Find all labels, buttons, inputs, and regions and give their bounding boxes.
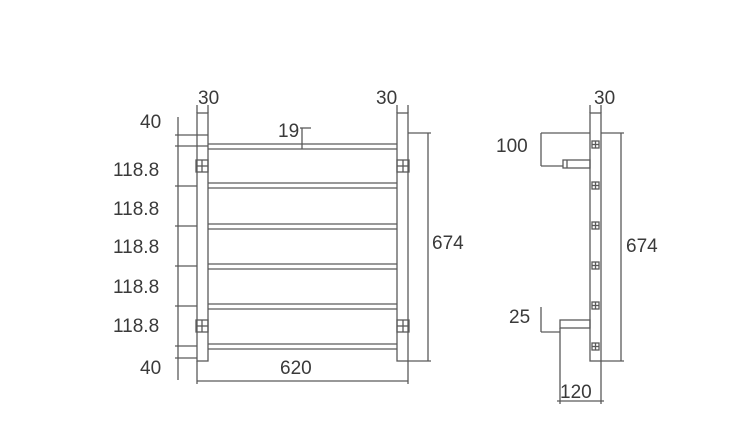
front-top-right-width-label: 30 [376,88,397,109]
front-view-labels: 30 30 40 118.8 118.8 118.8 118.8 118.8 4… [113,88,464,379]
overall-height-dimension-lines [408,132,431,362]
side-view-labels: 30 100 25 674 120 [496,88,658,403]
bar-end-icon [591,301,600,310]
towel-bar [208,263,397,270]
front-top-offset-label: 40 [140,112,161,133]
left-spacing-dimension-lines [175,117,208,380]
side-post-width-label: 30 [594,88,615,109]
towel-bars [208,143,397,350]
bar-end-icon [591,342,600,351]
side-overall-height-dimension-lines [601,132,624,362]
overall-width-dimension-lines [196,361,409,384]
bar-end-icon [591,221,600,230]
bar-spacing-label: 118.8 [113,237,159,258]
top-projection-dimension-lines [540,132,590,167]
mounting-bracket-icon [396,159,410,173]
side-overall-height-label: 674 [626,236,658,257]
bar-spacing-label: 118.8 [113,277,159,298]
bracket-depth-label: 120 [560,382,592,403]
wall-bracket-top [562,159,591,169]
bar-end-icon [591,261,600,270]
bar-spacing-label: 118.8 [113,160,159,181]
mounting-bracket-icon [195,159,209,173]
wall-bracket-bottom [559,319,591,329]
bar-spacing-label: 118.8 [113,199,159,220]
mounting-bracket-icon [396,319,410,333]
front-view [175,105,431,384]
towel-bar [208,303,397,310]
bottom-projection-label: 25 [509,307,530,328]
bar-diameter-label: 19 [278,121,299,142]
side-post [589,112,602,362]
front-left-post [196,112,209,362]
front-top-left-width-label: 30 [198,88,219,109]
bar-end-icon [591,181,600,190]
side-view [540,105,624,404]
bar-end-icon [591,140,600,149]
front-right-post [396,112,409,362]
front-bottom-offset-label: 40 [140,358,161,379]
bracket-depth-dimension-lines [557,328,604,404]
top-projection-label: 100 [496,136,528,157]
top-width-dimension-lines [196,105,409,113]
front-overall-height-label: 674 [432,233,464,254]
bottom-projection-dimension-lines [540,307,560,333]
towel-bar [208,343,397,350]
towel-bar [208,223,397,230]
overall-width-label: 620 [280,358,312,379]
bar-spacing-label: 118.8 [113,316,159,337]
towel-bar [208,182,397,189]
mounting-bracket-icon [195,319,209,333]
bar-diameter-leader [300,127,311,149]
